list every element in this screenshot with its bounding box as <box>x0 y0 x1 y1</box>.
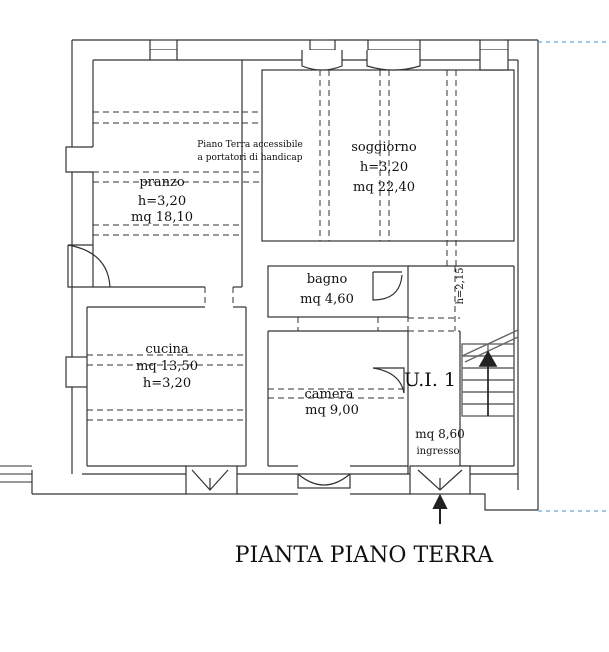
room-cucina-name: cucina <box>145 342 188 357</box>
left-window-sills <box>65 146 93 388</box>
accessibility-note-line2: a portatori di handicap <box>197 153 302 163</box>
room-pranzo-area: mq 18,10 <box>131 210 193 225</box>
plan-title: PIANTA PIANO TERRA <box>235 543 495 568</box>
room-ingresso-area: mq 8,60 <box>415 427 465 441</box>
unit-label: U.I. 1 <box>404 369 456 391</box>
room-cucina-area: mq 13,50 <box>136 359 198 374</box>
room-pranzo-height: h=3,20 <box>138 194 186 209</box>
room-soggiorno-height: h=3,20 <box>360 160 408 175</box>
property-line <box>538 41 609 512</box>
top-window-sills <box>149 39 509 71</box>
room-camera-area: mq 9,00 <box>305 403 359 418</box>
beam-lines <box>87 70 460 421</box>
room-bagno-name: bagno <box>307 272 348 287</box>
room-cucina-height: h=3,20 <box>143 376 191 391</box>
room-bagno-area: mq 4,60 <box>300 292 354 307</box>
corridor-height: h=2,15 <box>455 267 466 304</box>
staircase <box>461 329 519 417</box>
door-swings <box>67 244 405 394</box>
room-ingresso-name: ingresso <box>416 446 459 457</box>
left-step <box>0 465 32 483</box>
stair-direction-arrow <box>478 350 498 416</box>
outer-walls <box>31 39 539 511</box>
entrance-arrow-icon <box>432 493 448 524</box>
bottom-openings <box>185 465 471 495</box>
room-pranzo-name: pranzo <box>139 175 185 190</box>
accessibility-note-line1: Piano Terra accessibile <box>197 140 303 150</box>
room-soggiorno-name: soggiorno <box>351 140 417 155</box>
room-soggiorno-area: mq 22,40 <box>353 180 415 195</box>
room-camera-name: camera <box>304 387 353 402</box>
interior-walls <box>86 60 515 474</box>
